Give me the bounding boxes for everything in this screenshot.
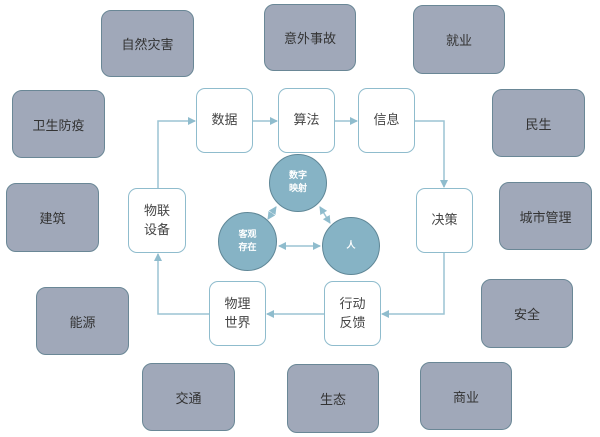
domain-label: 能源 (69, 315, 96, 331)
arrow-decision-to-feedback (381, 253, 445, 318)
arrow-iot-to-data (157, 117, 196, 188)
circle-label: 数字映射 (289, 170, 307, 196)
domain-safety: 安全 (481, 279, 573, 348)
core-digital-mapping: 数字映射 (269, 154, 327, 212)
domain-label: 交通 (175, 391, 202, 407)
node-label: 数据 (211, 113, 238, 128)
label-line: 世界 (224, 315, 251, 331)
label-line: 物理 (224, 296, 251, 312)
node-label: 算法 (293, 113, 320, 128)
domain-label: 就业 (445, 34, 472, 49)
node-physical-world: 物理世界 (209, 281, 266, 346)
domain-accident: 意外事故 (264, 4, 356, 71)
label-line: 存在 (238, 242, 257, 253)
node-decision: 决策 (416, 188, 473, 253)
domain-label: 自然灾害 (121, 38, 174, 53)
node-iot-devices: 物联设备 (128, 188, 186, 253)
node-label: 决策 (431, 213, 458, 228)
label-line: 映射 (288, 184, 307, 194)
domain-label: 生态 (319, 393, 346, 408)
arrow-world-to-iot (154, 253, 209, 315)
label-line: 行动 (339, 296, 366, 312)
node-information: 信息 (358, 88, 415, 153)
domain-employment: 就业 (413, 5, 505, 74)
node-label: 物联设备 (144, 202, 170, 240)
arrow-mapping-human (319, 206, 331, 224)
label-line: 设备 (143, 222, 170, 238)
domain-livelihood: 民生 (492, 89, 585, 157)
domain-label: 卫生防疫 (32, 118, 85, 134)
node-label: 行动反馈 (339, 295, 365, 333)
arrow-mapping-existence (267, 206, 277, 220)
domain-ecology: 生态 (287, 364, 379, 433)
domain-label: 民生 (525, 117, 552, 133)
circle-label: 人 (346, 240, 356, 251)
domain-health: 卫生防疫 (12, 90, 105, 158)
arrow-information-to-decision (415, 120, 448, 188)
node-label: 物理世界 (224, 295, 250, 333)
domain-transport: 交通 (142, 363, 235, 431)
label-line: 数字 (288, 171, 307, 181)
domain-label: 安全 (513, 308, 540, 323)
domain-label: 建筑 (39, 212, 66, 227)
domain-label: 商业 (452, 390, 479, 406)
domain-energy: 能源 (36, 287, 129, 355)
domain-commerce: 商业 (420, 362, 512, 430)
domain-natural-disaster: 自然灾害 (101, 10, 194, 77)
domain-construction: 建筑 (6, 183, 99, 252)
label-line: 客观 (238, 229, 257, 240)
node-action-feedback: 行动反馈 (324, 281, 381, 346)
label-line: 物联 (143, 203, 170, 219)
node-algorithm: 算法 (278, 88, 335, 153)
circle-label: 客观存在 (238, 229, 256, 255)
label-line: 反馈 (339, 315, 366, 331)
core-human: 人 (322, 217, 380, 275)
domain-label: 意外事故 (283, 32, 336, 47)
node-data: 数据 (196, 88, 253, 153)
core-objective-existence: 客观存在 (218, 212, 277, 271)
domain-city-management: 城市管理 (499, 182, 592, 250)
node-label: 信息 (373, 113, 400, 128)
domain-label: 城市管理 (519, 210, 572, 226)
